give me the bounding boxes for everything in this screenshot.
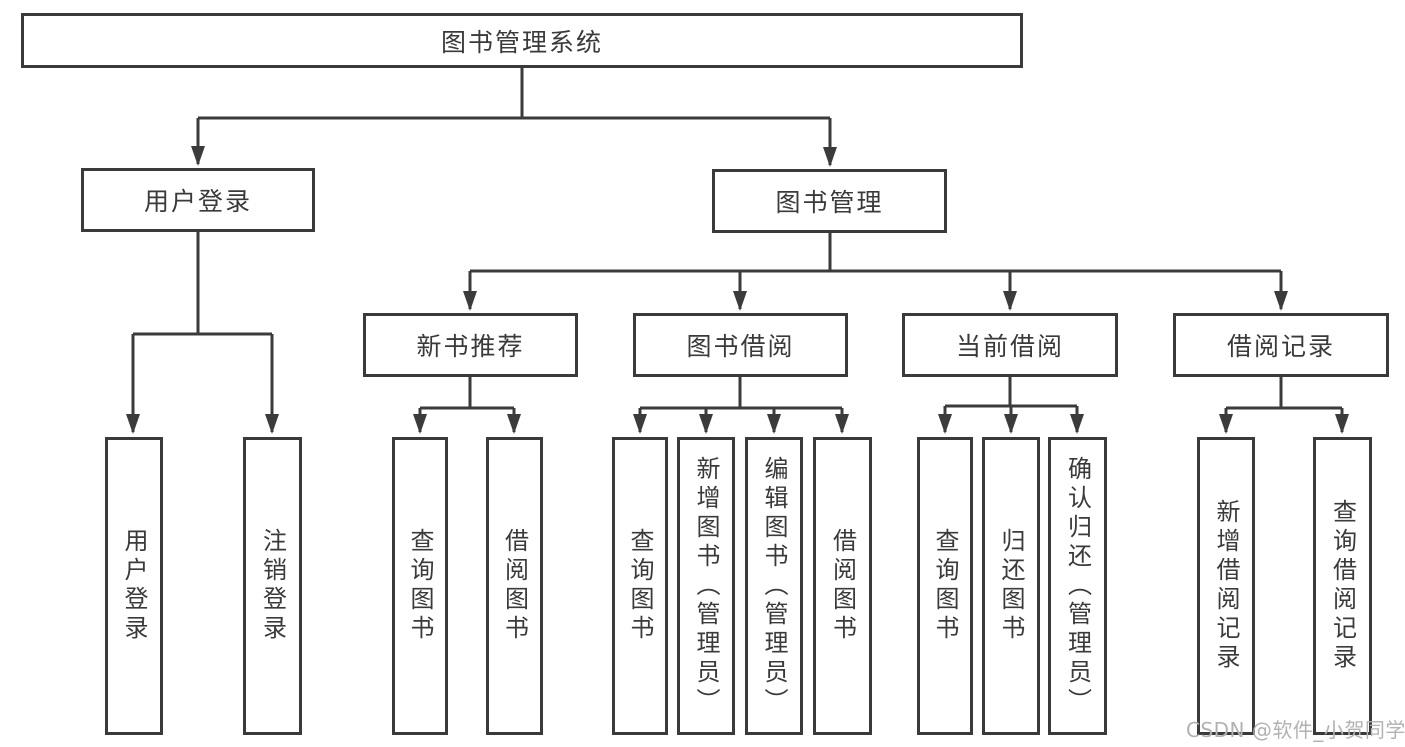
leaf-add-book-admin: 新增图书（管理员） (677, 437, 735, 735)
leaf-confirm-return-admin: 确认归还（管理员） (1048, 437, 1107, 735)
leaf-label: 借阅图书 (828, 528, 857, 644)
node-borrowing-records: 借阅记录 (1173, 313, 1389, 377)
connector-borrowing-records (1219, 377, 1349, 434)
connector-root (191, 66, 837, 167)
connector-new-book-recommend (413, 377, 521, 434)
connector-current-borrowing (938, 377, 1084, 434)
leaf-label: 查询图书 (626, 528, 654, 644)
leaf-label: 查询图书 (406, 528, 434, 644)
connector-book-management (463, 233, 1288, 311)
node-book-borrowing: 图书借阅 (633, 313, 848, 377)
connector-book-borrowing (633, 377, 849, 434)
leaf-label: 查询图书 (931, 528, 959, 644)
csdn-watermark: CSDN @软件_小贺同学 (1186, 718, 1405, 742)
leaf-query-books-borrowing: 查询图书 (612, 437, 668, 735)
node-library-management-system: 图书管理系统 (21, 13, 1023, 68)
leaf-label: 编辑图书（管理员） (760, 455, 788, 717)
leaf-label: 新增借阅记录 (1212, 499, 1240, 673)
leaf-label: 查询借阅记录 (1328, 499, 1357, 673)
leaf-label: 归还图书 (997, 528, 1025, 644)
leaf-label: 确认归还（管理员） (1063, 455, 1092, 717)
leaf-edit-book-admin: 编辑图书（管理员） (745, 437, 803, 735)
node-book-management: 图书管理 (712, 169, 947, 233)
leaf-logout: 注销登录 (243, 437, 302, 735)
leaf-user-login: 用户登录 (105, 437, 163, 735)
leaf-label: 新增图书（管理员） (692, 455, 720, 717)
leaf-return-book: 归还图书 (982, 437, 1040, 735)
node-current-borrowing: 当前借阅 (902, 313, 1118, 377)
leaf-query-books-current: 查询图书 (917, 437, 973, 735)
leaf-label: 注销登录 (258, 528, 287, 644)
leaf-borrow-books-recommend: 借阅图书 (486, 437, 543, 735)
leaf-label: 借阅图书 (500, 528, 529, 644)
node-new-book-recommend: 新书推荐 (363, 313, 578, 377)
leaf-label: 用户登录 (120, 528, 148, 644)
leaf-query-borrow-record: 查询借阅记录 (1313, 437, 1372, 735)
leaf-add-borrow-record: 新增借阅记录 (1197, 437, 1255, 735)
node-user-login: 用户登录 (81, 168, 315, 232)
leaf-borrow-books-borrowing: 借阅图书 (813, 437, 872, 735)
connector-user-login (126, 232, 279, 434)
leaf-query-books-recommend: 查询图书 (392, 437, 448, 735)
